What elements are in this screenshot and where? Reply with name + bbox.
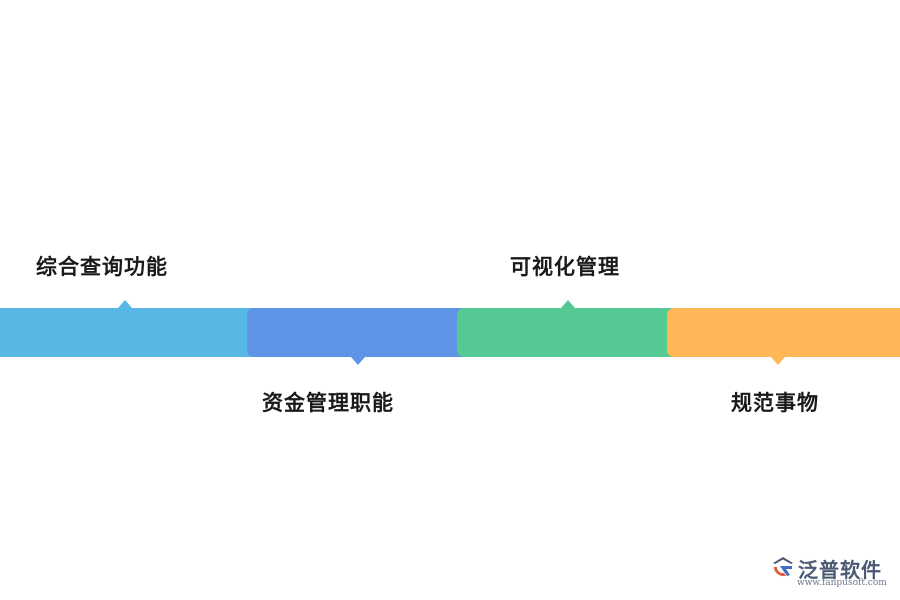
- stage-bar-3: [457, 308, 681, 357]
- fanpu-logo-icon: [773, 557, 793, 577]
- stage-bar-2: [247, 308, 471, 357]
- pointer-down-2: [351, 357, 365, 365]
- pointer-up-1: [118, 300, 132, 308]
- stage-label-4: 规范事物: [731, 391, 819, 415]
- stage-label-3: 可视化管理: [510, 255, 620, 279]
- stage-bar-1: [0, 308, 262, 357]
- stage-label-1: 综合查询功能: [36, 255, 168, 279]
- stage-label-2: 资金管理职能: [262, 391, 394, 415]
- brand-logo: 泛普软件 www.fanpusoft.com: [770, 552, 895, 592]
- pointer-up-3: [561, 300, 575, 308]
- pointer-down-4: [771, 357, 785, 365]
- stage-bar-4: [667, 308, 900, 357]
- logo-name: 泛普软件: [798, 558, 882, 582]
- logo-url: www.fanpusoft.com: [797, 578, 887, 588]
